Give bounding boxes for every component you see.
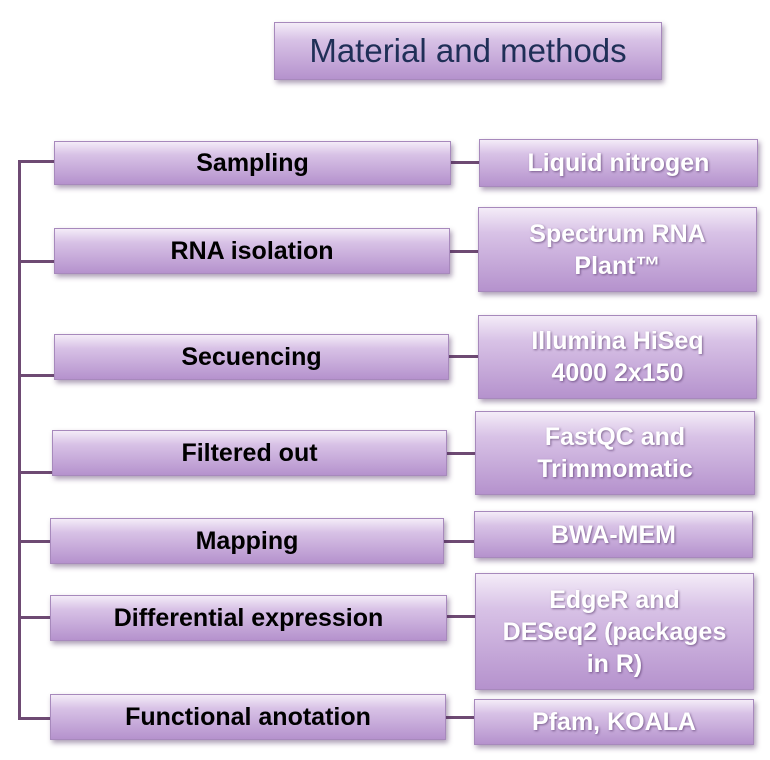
method-box-bwa-mem: BWA-MEM bbox=[474, 511, 753, 558]
step-box-rna-isolation: RNA isolation bbox=[54, 228, 450, 274]
step-box-functional-anotation: Functional anotation bbox=[50, 694, 446, 740]
bracket-vertical-line bbox=[18, 160, 21, 720]
step-box-mapping: Mapping bbox=[50, 518, 444, 564]
step-connector bbox=[444, 540, 474, 543]
method-box-liquid-nitrogen: Liquid nitrogen bbox=[479, 139, 758, 187]
step-box-differential-expression: Differential expression bbox=[50, 595, 447, 641]
bracket-connector bbox=[18, 616, 50, 619]
step-box-filtered-out: Filtered out bbox=[52, 430, 447, 476]
bracket-connector bbox=[18, 374, 54, 377]
step-connector bbox=[446, 716, 474, 719]
bracket-connector bbox=[18, 160, 54, 163]
step-connector bbox=[449, 355, 478, 358]
method-box-illumina-hiseq: Illumina HiSeq 4000 2x150 bbox=[478, 315, 757, 399]
step-box-sampling: Sampling bbox=[54, 141, 451, 185]
diagram-title: Material and methods bbox=[274, 22, 662, 80]
step-connector bbox=[447, 452, 475, 455]
step-connector bbox=[451, 161, 479, 164]
bracket-connector bbox=[18, 717, 50, 720]
method-box-spectrum-rna: Spectrum RNA Plant™ bbox=[478, 207, 757, 292]
method-box-pfam-koala: Pfam, KOALA bbox=[474, 699, 754, 745]
bracket-connector bbox=[18, 540, 50, 543]
step-connector bbox=[447, 615, 475, 618]
method-box-fastqc: FastQC and Trimmomatic bbox=[475, 411, 755, 495]
step-box-secuencing: Secuencing bbox=[54, 334, 449, 380]
step-connector bbox=[450, 250, 478, 253]
bracket-connector bbox=[18, 260, 54, 263]
bracket-connector bbox=[18, 471, 52, 474]
method-box-edger-deseq2: EdgeR and DESeq2 (packages in R) bbox=[475, 573, 754, 690]
